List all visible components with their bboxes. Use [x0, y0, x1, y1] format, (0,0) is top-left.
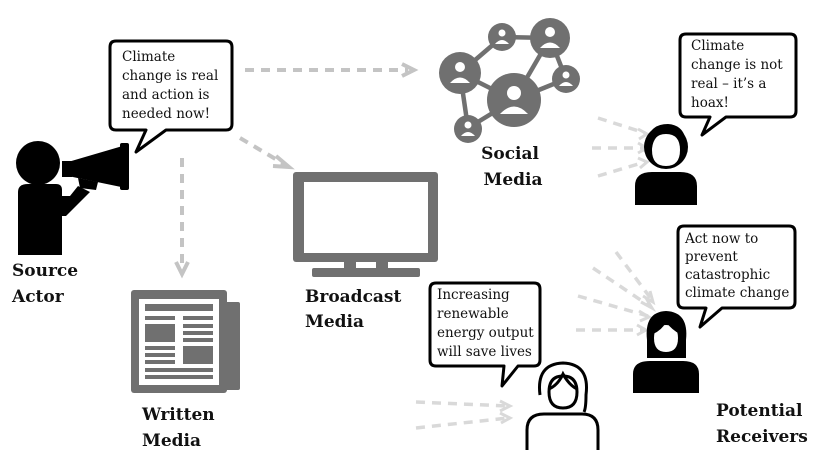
source-actor-figure — [16, 141, 129, 255]
person-icon — [525, 361, 600, 450]
receiver-bottom-figure — [525, 361, 600, 450]
receiver-middle-speech-bubble: Act now to prevent catastrophic climate … — [676, 224, 797, 329]
tv-icon — [293, 172, 438, 277]
person-icon — [635, 124, 697, 205]
svg-text:Act now to prevent: Act now to prevent catastrophic climate … — [684, 231, 789, 301]
receiver-top-figure — [635, 124, 697, 205]
arrow-to-social-media — [245, 62, 419, 78]
broadcast-media-label: Broadcast Media — [305, 287, 407, 332]
svg-text:Increasing renewable: Increasing renewable energy output will … — [437, 287, 538, 360]
svg-text:Climate change is real: Climate change is real and action is nee… — [122, 49, 223, 122]
megaphone-icon — [62, 143, 129, 190]
receiver-middle-figure — [633, 311, 699, 393]
newspaper-icon — [131, 290, 240, 393]
svg-text:Climate change is not: Climate change is not real – it’s a hoax… — [691, 38, 787, 111]
social-media-label: Social Media — [481, 144, 545, 190]
arrow-to-broadcast-media — [238, 136, 295, 170]
potential-receivers-label: Potential Receivers — [716, 401, 808, 447]
incoming-lines-top-receiver — [592, 116, 651, 178]
incoming-lines-middle-receiver — [576, 250, 657, 337]
receiver-top-speech-bubble: Climate change is not real – it’s a hoax… — [678, 32, 798, 137]
arrow-to-written-media — [174, 158, 190, 279]
person-icon — [16, 141, 60, 185]
receiver-bottom-speech-bubble: Increasing renewable energy output will … — [428, 281, 542, 388]
source-speech-bubble: Climate change is real and action is nee… — [108, 39, 234, 154]
network-icon — [439, 18, 580, 143]
incoming-lines-bottom-receiver — [415, 399, 514, 430]
source-actor-label: Source Actor — [11, 261, 84, 307]
person-icon — [633, 311, 699, 393]
written-media-label: Written Media — [141, 405, 221, 451]
